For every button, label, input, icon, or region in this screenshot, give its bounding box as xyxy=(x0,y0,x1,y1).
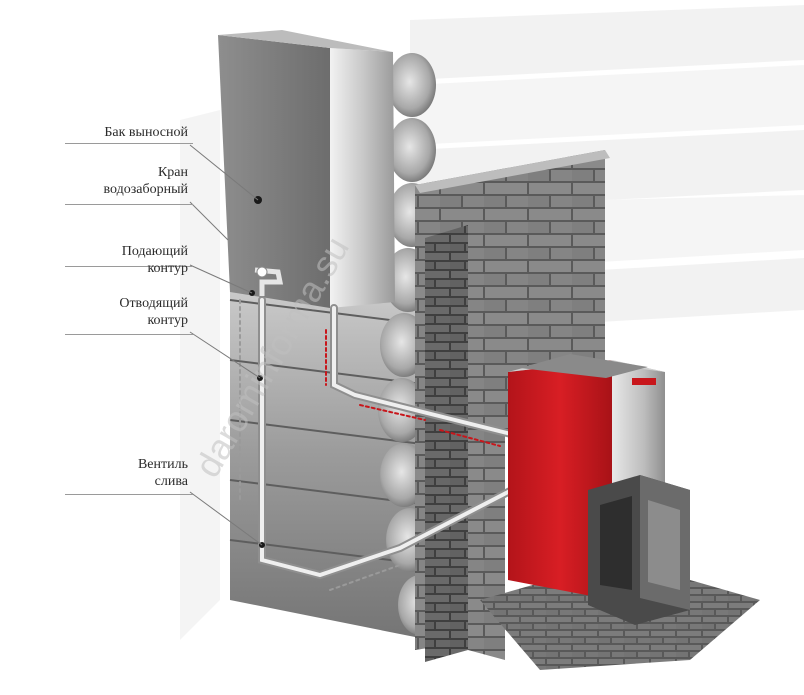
label-kran-line1: Кран xyxy=(157,165,188,180)
water-tap xyxy=(249,266,284,296)
label-podayushchiy-kontur: Подающий контур xyxy=(40,243,188,277)
log-wall xyxy=(229,53,442,640)
rule-otvodyashchiy xyxy=(65,334,193,335)
pipes xyxy=(239,296,539,591)
rule-ventil xyxy=(65,494,193,495)
label-kran-line2: водозаборный xyxy=(103,182,189,197)
rule-podayushchiy xyxy=(65,266,193,267)
rule-kran xyxy=(65,204,193,205)
label-ventil-line2: слива xyxy=(154,474,188,489)
label-otvodyashchiy-line2: контур xyxy=(147,313,188,328)
label-otvodyashchiy-line1: Отводящий xyxy=(119,296,188,311)
label-otvodyashchiy-kontur: Отводящий контур xyxy=(40,295,188,329)
rule-bak xyxy=(65,143,193,144)
label-bak-line1: Бак выносной xyxy=(104,125,188,140)
remote-tank xyxy=(218,30,395,308)
label-ventil-line1: Вентиль xyxy=(137,457,188,472)
label-kran-vodozabornyy: Кран водозаборный xyxy=(40,164,189,198)
label-ventil-sliva: Вентиль слива xyxy=(40,456,188,490)
label-podayushchiy-line2: контур xyxy=(147,261,188,276)
sauna-stove xyxy=(508,354,690,625)
label-bak-vynosnoy: Бак выносной xyxy=(40,124,188,141)
leader-lines xyxy=(189,144,263,546)
label-podayushchiy-line1: Подающий xyxy=(121,244,188,259)
